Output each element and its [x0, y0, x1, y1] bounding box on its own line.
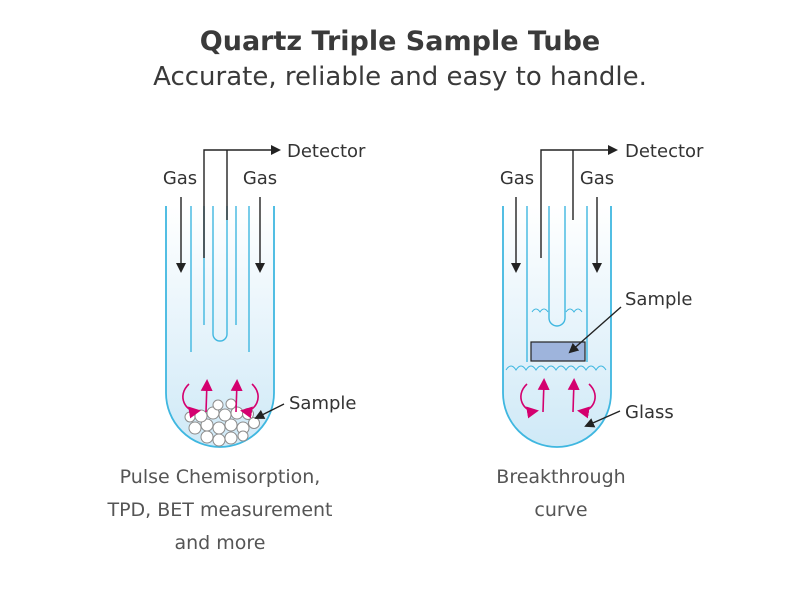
- left-caption-line: and more: [174, 532, 266, 554]
- page-subtitle: Accurate, reliable and easy to handle.: [153, 62, 647, 92]
- left-sample-pointer: [254, 403, 285, 419]
- right-detector-line: [540, 145, 618, 258]
- right-glass-wool-bottom: [505, 365, 607, 371]
- right-gas-label-right: Gas: [580, 168, 614, 189]
- right-glass-label: Glass: [625, 402, 674, 423]
- left-detector-line: [203, 145, 281, 258]
- left-gas-label-right: Gas: [243, 168, 277, 189]
- left-tube: Gas Gas Detector Sample: [163, 141, 366, 448]
- right-flow-arrows: [520, 378, 596, 419]
- right-caption-line: Breakthrough: [496, 466, 626, 488]
- page-title: Quartz Triple Sample Tube: [199, 26, 601, 57]
- left-outer-tube: [165, 206, 275, 448]
- right-glass-wool-top: [531, 308, 583, 313]
- left-caption-line: TPD, BET measurement: [107, 499, 333, 521]
- left-flow-arrows: [182, 379, 259, 419]
- right-gas-label-left: Gas: [500, 168, 534, 189]
- left-sample-particles: [184, 398, 260, 447]
- right-sample-pointer: [568, 306, 622, 354]
- right-caption: Breakthrough curve: [431, 461, 691, 527]
- right-tube: Gas Gas Detector Sample Glass: [500, 141, 704, 448]
- left-caption: Pulse Chemisorption, TPD, BET measuremen…: [70, 461, 370, 560]
- left-gas-label-left: Gas: [163, 168, 197, 189]
- right-sample-label: Sample: [625, 289, 693, 310]
- left-caption-line: Pulse Chemisorption,: [119, 466, 321, 488]
- right-detector-label: Detector: [625, 141, 704, 162]
- left-sample-label: Sample: [289, 393, 357, 414]
- right-center-u-tube: [548, 206, 566, 327]
- right-glass-pointer: [584, 410, 621, 428]
- right-sample-block: [530, 341, 586, 362]
- left-detector-label: Detector: [287, 141, 366, 162]
- left-center-u-tube: [212, 206, 228, 342]
- right-caption-line: curve: [534, 499, 588, 521]
